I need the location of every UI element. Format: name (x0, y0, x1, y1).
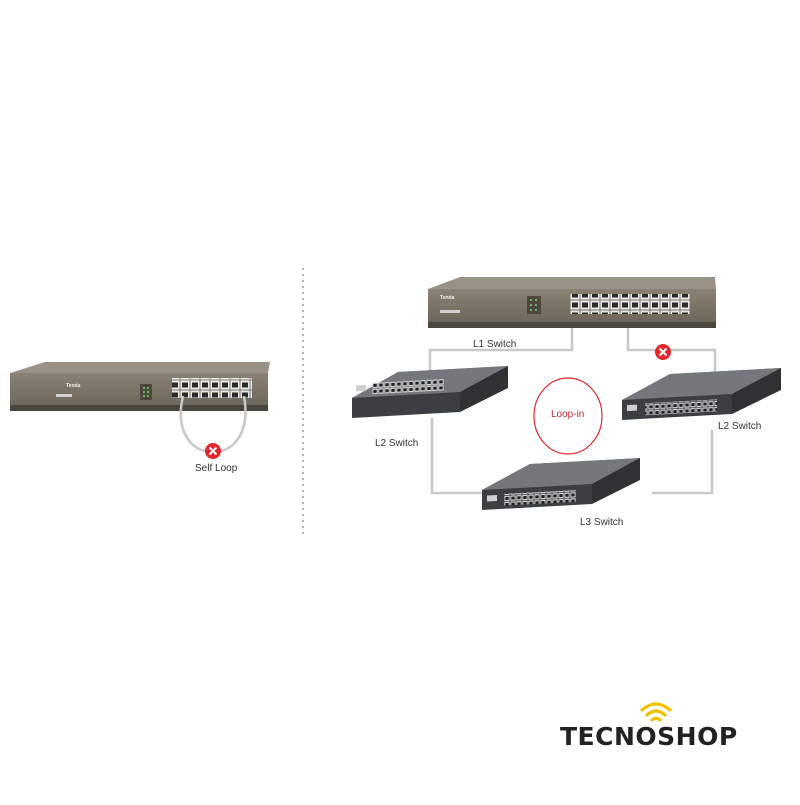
error-x-icon (205, 443, 221, 459)
port-block (570, 294, 690, 314)
l1-switch: Tenda (428, 277, 716, 328)
port-block (645, 399, 717, 416)
device-brand-label: Tenda (440, 295, 455, 301)
port-block (504, 489, 576, 506)
loop-in-label: Loop-in (551, 409, 585, 420)
error-x-icon (655, 344, 671, 360)
tecnoshop-logo: TECNOSHOP (560, 700, 770, 760)
logo-text: TECNOSHOP (560, 722, 738, 751)
l2-switch-right (622, 368, 781, 420)
wifi-icon (640, 702, 672, 722)
l2-switch-right-label: L2 Switch (718, 421, 762, 432)
port-block (372, 378, 444, 395)
status-leds (140, 384, 152, 400)
l2-switch-left-label: L2 Switch (375, 438, 419, 449)
l3-switch (482, 458, 640, 510)
self-loop-switch: Tenda (10, 362, 270, 459)
status-leds (527, 296, 541, 314)
l3-switch-label: L3 Switch (580, 517, 624, 528)
l1-switch-label: L1 Switch (473, 339, 517, 350)
self-loop-label: Self Loop (195, 463, 238, 474)
device-brand-label: Tenda (66, 383, 81, 389)
port-block (172, 378, 252, 398)
l2-switch-left (352, 366, 508, 418)
loop-in-circle (533, 377, 603, 455)
